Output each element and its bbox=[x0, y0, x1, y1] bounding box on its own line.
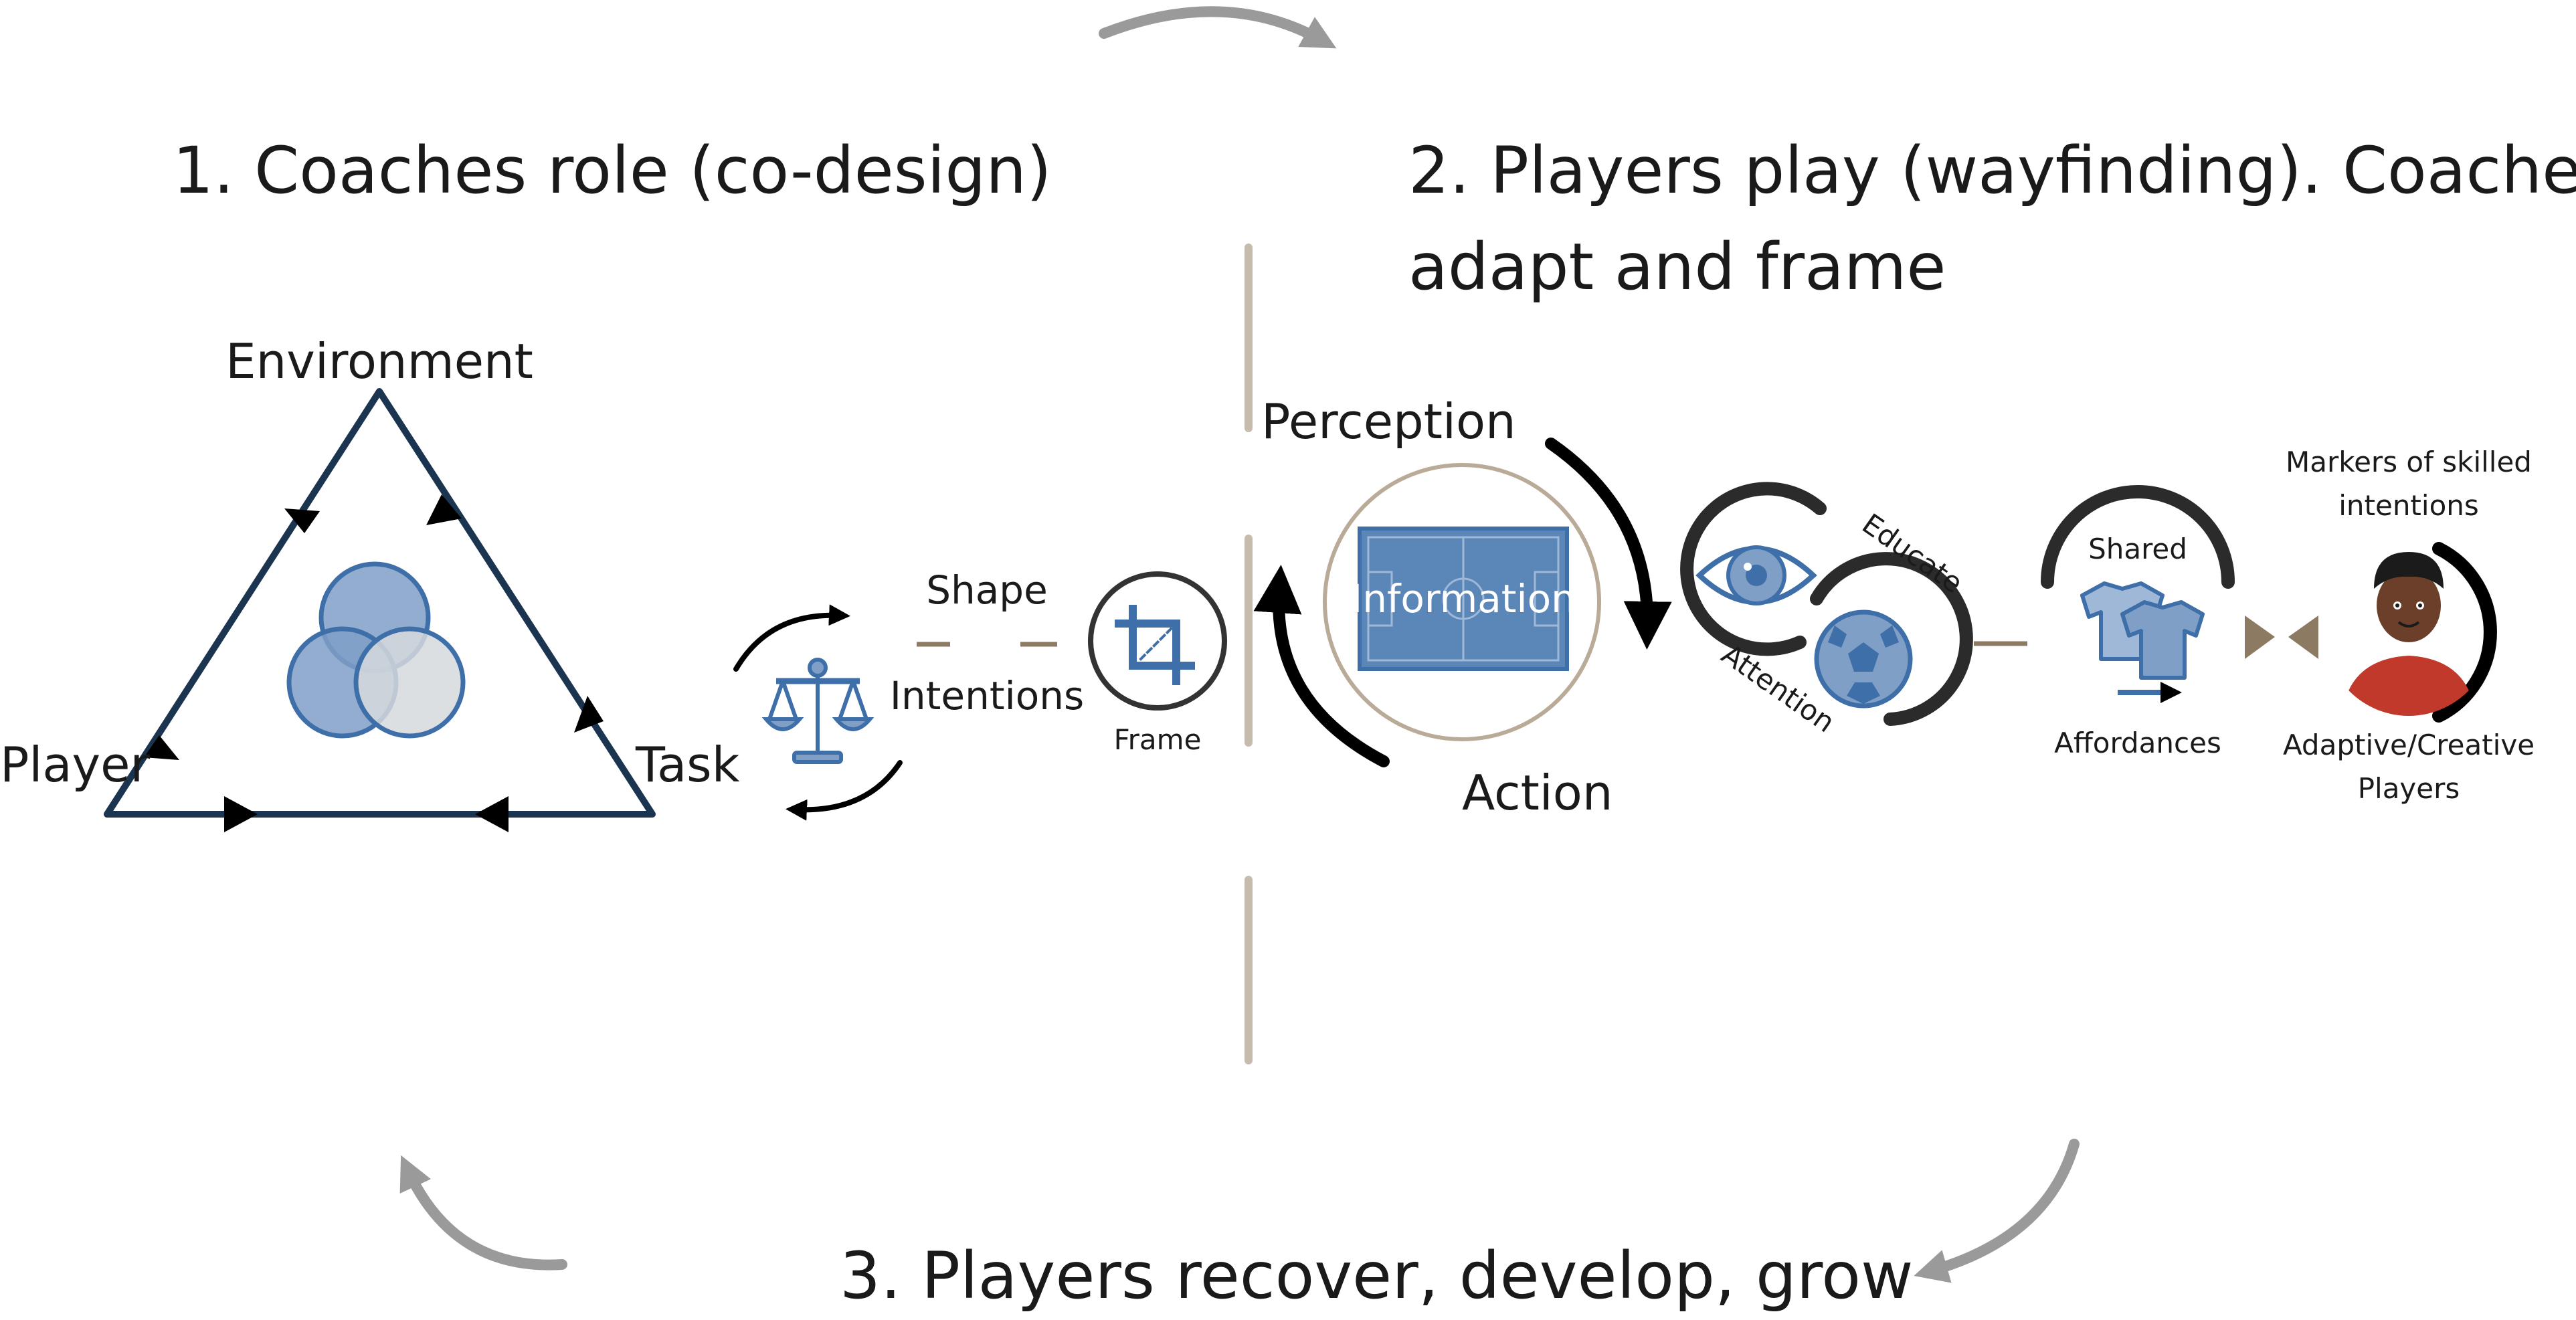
label-intentions: Intentions bbox=[890, 673, 1084, 719]
shirts-icon bbox=[2080, 581, 2205, 703]
crop-frame-icon bbox=[1115, 605, 1195, 685]
cycle-arrow-lower bbox=[786, 760, 903, 821]
ball-icon bbox=[1814, 609, 1913, 709]
player-avatar-icon bbox=[2342, 552, 2476, 716]
triangle-label-player: Player bbox=[0, 737, 150, 793]
label-shape: Shape bbox=[926, 567, 1048, 613]
label-shared: Shared bbox=[2088, 533, 2187, 565]
cycle-arrow-upper bbox=[733, 604, 850, 672]
pitch-icon bbox=[1358, 527, 1569, 671]
label-markers-line1: Markers of skilled bbox=[2286, 446, 2532, 478]
co-design-triangle bbox=[104, 388, 656, 832]
venn-icon bbox=[286, 561, 466, 739]
triangle-label-environment: Environment bbox=[225, 333, 533, 389]
triangle-arrowhead bbox=[574, 696, 604, 733]
triangle-arrowhead bbox=[144, 735, 179, 760]
loop-arrow-bottom-left bbox=[399, 1155, 567, 1270]
label-adaptive-line2: Players bbox=[2358, 772, 2460, 805]
label-information: Information bbox=[1351, 576, 1576, 622]
loop-arrow-bottom-right bbox=[1914, 1139, 2080, 1283]
heading-players-play-line2: adapt and frame bbox=[1408, 229, 1946, 304]
label-adaptive-line1: Adaptive/Creative bbox=[2283, 729, 2535, 761]
triangle-arrowhead bbox=[475, 796, 509, 832]
label-perception: Perception bbox=[1261, 393, 1516, 450]
triangle-arrowhead bbox=[224, 796, 258, 832]
player-ring bbox=[2432, 542, 2497, 723]
affordances-arc bbox=[2041, 485, 2235, 589]
bowtie-right bbox=[2288, 616, 2318, 659]
eye-ring bbox=[1680, 482, 1827, 656]
heading-coaches-role: 1. Coaches role (co-design) bbox=[173, 133, 1052, 208]
triangle-arrowhead bbox=[426, 494, 462, 525]
label-affordances: Affordances bbox=[2054, 727, 2221, 759]
triangle-label-task: Task bbox=[635, 737, 740, 793]
triangle-arrowhead bbox=[284, 508, 320, 533]
scales-icon bbox=[761, 658, 875, 764]
cycle-arrow-perception bbox=[1545, 438, 1672, 650]
loop-arrow-top bbox=[1099, 6, 1337, 49]
label-action: Action bbox=[1462, 765, 1613, 821]
bowtie-left bbox=[2245, 616, 2275, 659]
eye-icon bbox=[1695, 545, 1817, 605]
heading-players-play-line1: 2. Players play (wayfinding). Coaches ob… bbox=[1408, 133, 2576, 208]
label-markers-line2: intentions bbox=[2338, 489, 2479, 522]
heading-players-recover: 3. Players recover, develop, grow bbox=[840, 1238, 1913, 1313]
label-frame: Frame bbox=[1114, 723, 1202, 756]
ball-ring bbox=[1810, 552, 1973, 726]
cycle-arrow-action bbox=[1253, 565, 1390, 767]
